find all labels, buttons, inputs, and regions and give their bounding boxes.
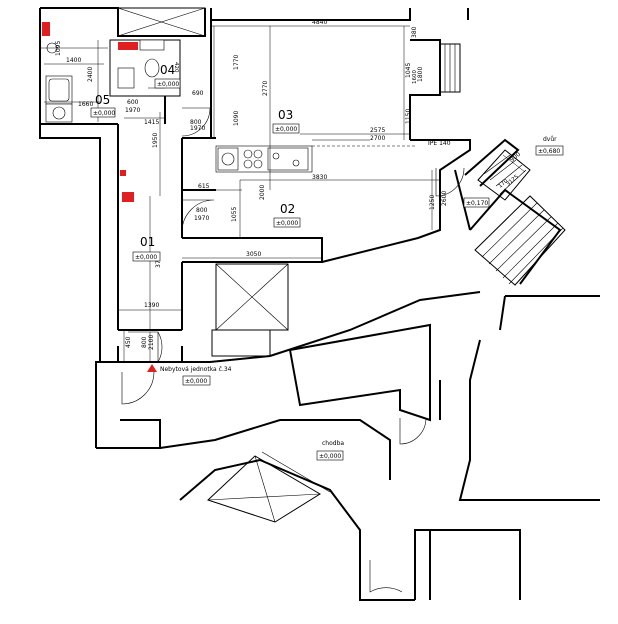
beam-label: IPE 140 <box>428 140 451 147</box>
dim-450: 450 <box>125 336 132 348</box>
dim-1970b: 1970 <box>190 125 205 132</box>
dim-2700: 2700 <box>370 135 385 142</box>
dim-1600: 1600 <box>412 70 418 84</box>
dim-1400: 1400 <box>66 57 81 64</box>
dim-1390: 1390 <box>144 302 159 309</box>
room-number-01: 01 <box>140 235 155 249</box>
dim-1090: 1090 <box>233 111 240 126</box>
corridor-label: chodba <box>322 440 344 447</box>
dim-3125: 3125 <box>505 174 520 188</box>
dim-3830: 3830 <box>312 174 327 181</box>
kitchen-counter <box>215 139 415 173</box>
dimension-lines <box>40 25 526 362</box>
dim-170: 170 <box>497 178 509 190</box>
courtyard-level: ±0,680 <box>538 148 560 155</box>
dim-1970c: 1970 <box>194 215 209 222</box>
courtyard-label: dvůr <box>543 136 557 143</box>
dim-1660: 1660 <box>78 101 93 108</box>
walls <box>39 7 600 601</box>
dim-800b: 800 <box>196 207 208 214</box>
unit-name: Nebytová jednotka č.34 <box>160 366 232 373</box>
room-number-04: 04 <box>160 63 175 77</box>
dim-800c: 800 <box>141 336 148 348</box>
room-number-05: 05 <box>95 93 110 107</box>
room-level-04: ±0,000 <box>157 81 179 88</box>
dim-1970a: 1970 <box>125 107 140 114</box>
dim-2575: 2575 <box>370 127 385 134</box>
dim-3050: 3050 <box>246 251 261 258</box>
dim-1250: 1250 <box>429 195 436 210</box>
room-number-02: 02 <box>280 202 295 216</box>
red-markers <box>42 22 138 202</box>
dim-600: 600 <box>127 99 139 106</box>
dim-1045: 1045 <box>405 63 412 78</box>
dim-1415: 1415 <box>144 119 159 126</box>
dim-380: 380 <box>411 26 418 38</box>
step-level: ±0,170 <box>466 200 488 207</box>
dim-800a: 800 <box>190 119 202 126</box>
dim-2400: 2400 <box>87 67 94 82</box>
corridor-level: ±0,000 <box>319 453 341 460</box>
stairs <box>474 149 566 286</box>
shafts <box>117 7 331 523</box>
room-level-02: ±0,000 <box>276 220 298 227</box>
dim-1770: 1770 <box>233 55 240 70</box>
dim-1150: 1150 <box>405 109 412 124</box>
dim-2770: 2770 <box>262 81 269 96</box>
dim-615: 615 <box>198 183 210 190</box>
dim-2000: 2000 <box>259 185 266 200</box>
room-level-03: ±0,000 <box>275 126 297 133</box>
dim-690: 690 <box>192 90 204 97</box>
dim-2600: 2600 <box>441 191 448 206</box>
room-level-05: ±0,000 <box>93 110 115 117</box>
dim-1095: 1095 <box>55 41 62 56</box>
warning-triangle-icon <box>147 364 157 372</box>
dim-420: 420 <box>173 62 179 73</box>
dim-4840: 4840 <box>312 19 327 26</box>
bathroom-fixtures <box>45 39 165 123</box>
room-level-01: ±0,000 <box>135 254 157 261</box>
room-labels: 05 ±0,000 04 ±0,000 03 ±0,000 02 ±0,000 … <box>90 63 564 461</box>
unit-level: ±0,000 <box>185 378 207 385</box>
dim-2100: 2100 <box>148 335 155 350</box>
dim-1055: 1055 <box>231 207 238 222</box>
doors <box>121 107 465 593</box>
room-number-03: 03 <box>278 108 293 122</box>
dim-1950: 1950 <box>152 133 159 148</box>
dim-1800: 1800 <box>417 67 424 82</box>
